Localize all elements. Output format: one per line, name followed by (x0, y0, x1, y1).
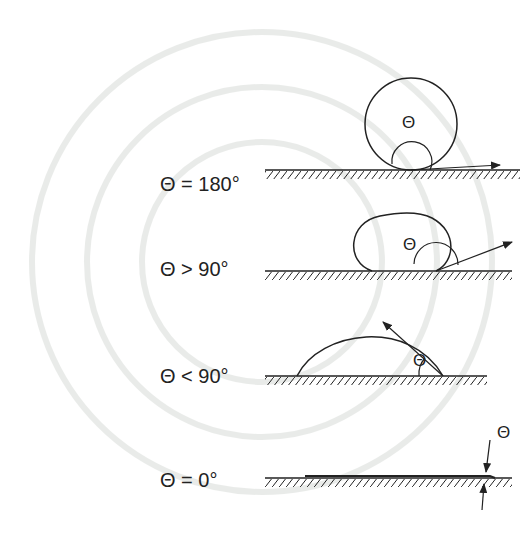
angle-symbol: Θ (413, 352, 426, 369)
surface-acute (265, 322, 487, 385)
surface-zero (265, 440, 512, 510)
angle-condition: Θ > 90° (160, 259, 229, 279)
angle-condition: Θ < 90° (160, 366, 229, 386)
angle-condition: Θ = 0° (160, 470, 217, 490)
surface-obtuse (265, 213, 512, 280)
angle-symbol: Θ (403, 236, 416, 253)
angle-symbol: Θ (402, 114, 415, 131)
angle-symbol: Θ (497, 424, 510, 441)
angle-condition: Θ = 180° (160, 174, 240, 194)
watermark-seal (32, 32, 492, 492)
surface-180 (265, 78, 520, 179)
